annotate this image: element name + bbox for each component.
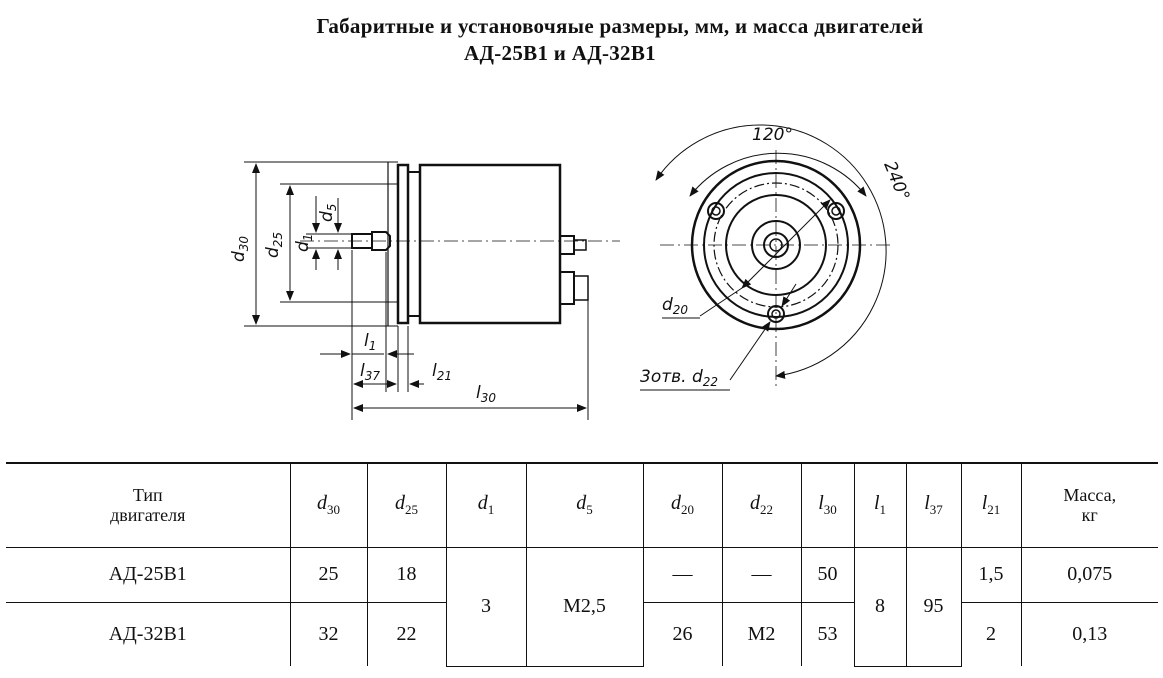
cell-d30: 32 [289,601,368,666]
cell-l37: 95 [905,546,962,667]
cell-mass: 0,075 [1020,546,1158,603]
side-view [244,161,620,420]
label-angle-240: 240° [879,158,913,203]
table-row: АД-32В1 32 22 26 М2 53 2 0,13 [6,601,1158,666]
cell-d1: 3 [445,546,527,667]
label-d1: d1 [293,234,315,252]
header-d25: d25 [366,462,447,548]
label-holes: 3отв. d22 [640,367,718,389]
title-line-1: Габаритные и установочяые размеры, мм, и… [316,14,924,38]
label-l21: l21 [432,361,452,383]
header-mass: Масса,кг [1020,462,1158,548]
cell-d22: М2 [721,601,802,666]
cell-l1: 8 [853,546,907,667]
cell-d20: — [642,546,723,603]
motor-drawing: d30 d25 d1 d5 l1 l37 l21 l30 120° [229,124,913,420]
cell-l30: 53 [800,601,855,666]
cell-d5: М2,5 [525,546,644,667]
header-l1: l1 [853,462,907,548]
cell-d25: 18 [366,546,447,603]
header-l37: l37 [905,462,962,548]
title-line-2: АД-25В1 и АД-32В1 [464,41,656,65]
header-l21: l21 [960,462,1022,548]
label-d25: d25 [263,232,285,258]
flange [396,163,410,325]
hole-1 [707,202,725,220]
label-l37: l37 [360,361,380,383]
front-view [655,124,892,390]
label-l1: l1 [364,331,376,353]
cell-type: АД-32В1 [6,601,291,666]
header-l30: l30 [800,462,855,548]
header-d5: d5 [525,462,644,548]
cell-type: АД-25В1 [6,546,291,603]
label-d30: d30 [229,236,251,262]
header-d20: d20 [642,462,723,548]
cell-mass: 0,13 [1020,601,1158,666]
cell-d20: 26 [642,601,723,666]
cell-d30: 25 [289,546,368,603]
motor-body [418,163,562,325]
cell-l30: 50 [800,546,855,603]
header-d1: d1 [445,462,527,548]
header-d22: d22 [721,462,802,548]
label-angle-120: 120° [752,125,793,145]
label-d5: d5 [317,204,339,222]
cell-l21: 2 [960,601,1022,666]
cell-l21: 1,5 [960,546,1022,603]
table-row: АД-25В1 25 18 3 М2,5 — — 50 8 95 1,5 0,0… [6,546,1158,667]
header-d30: d30 [289,462,368,548]
label-l30: l30 [476,383,496,405]
cell-d22: — [721,546,802,603]
label-d20: d20 [662,295,688,317]
cell-d25: 22 [366,601,447,666]
